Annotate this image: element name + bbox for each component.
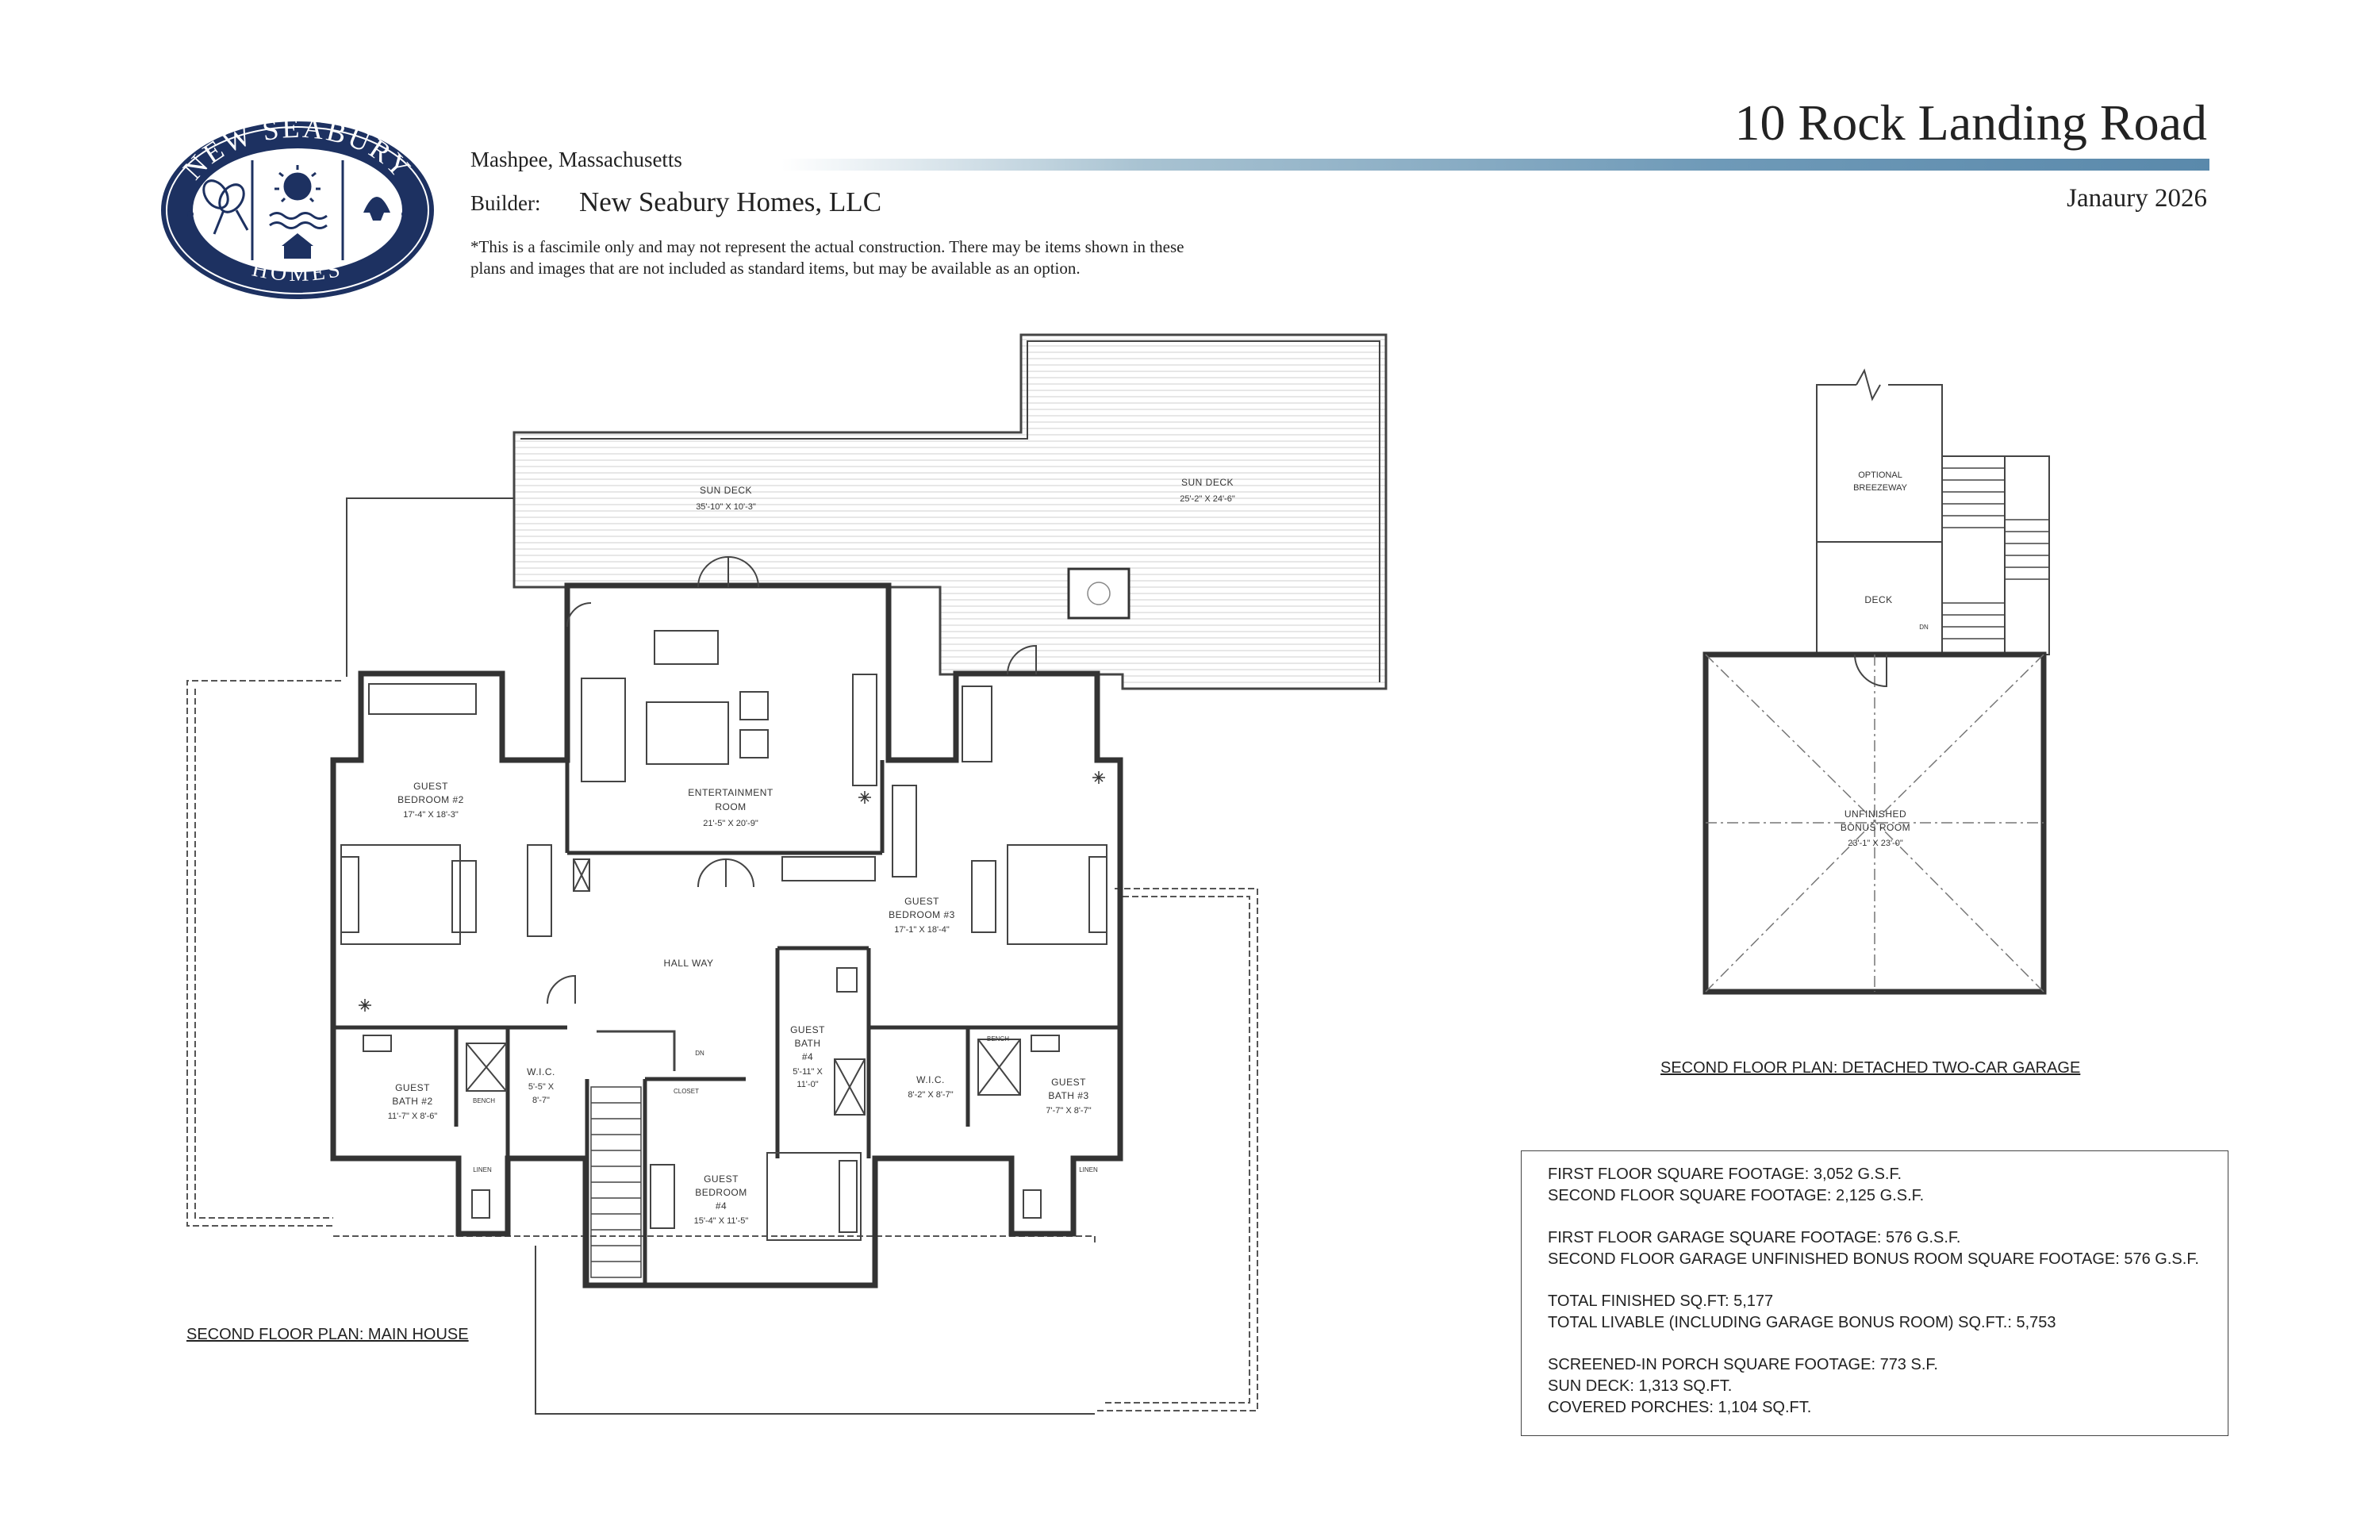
- plant-icon: [359, 771, 1105, 1012]
- sqft-line: COVERED PORCHES: 1,104 SQ.FT.: [1548, 1399, 1812, 1416]
- tennis-racket-icon: [202, 179, 249, 235]
- bedroom3-label-2: BEDROOM #3: [889, 909, 955, 920]
- bedroom2-dims: 17'-4" X 18'-3": [403, 810, 459, 820]
- bath2-label-1: GUEST: [395, 1082, 430, 1093]
- bench-right-label: BENCH: [987, 1035, 1009, 1043]
- garage-stair-dn-label: DN: [1919, 624, 1929, 631]
- plan-date: Janaury 2026: [2067, 184, 2207, 213]
- bath4-dims-2: 11'-0": [797, 1080, 818, 1089]
- linen-left-label: LINEN: [473, 1166, 492, 1173]
- sqft-line: SECOND FLOOR SQUARE FOOTAGE: 2,125 G.S.F…: [1548, 1187, 1925, 1204]
- sun-deck-left-label: SUN DECK: [700, 485, 752, 496]
- waves-icon: [269, 212, 328, 229]
- bath3-dims: 7'-7" X 8'-7": [1046, 1106, 1091, 1116]
- sqft-line: SCREENED-IN PORCH SQUARE FOOTAGE: 773 S.…: [1548, 1356, 1938, 1373]
- wic-right-label: W.I.C.: [916, 1074, 945, 1085]
- disclaimer-text: *This is a fascimile only and may not re…: [470, 237, 1184, 278]
- sun-deck: [512, 333, 1388, 690]
- location-text: Mashpee, Massachusetts: [470, 148, 682, 171]
- square-footage-table: FIRST FLOOR SQUARE FOOTAGE: 3,052 G.S.F.…: [1521, 1150, 2228, 1436]
- entertainment-room-dims: 21'-5" X 20'-9": [703, 819, 758, 828]
- main-house-caption: SECOND FLOOR PLAN: MAIN HOUSE: [186, 1326, 469, 1343]
- bedroom4-label-2: BEDROOM: [695, 1187, 747, 1198]
- sun-deck-right-label: SUN DECK: [1181, 477, 1234, 488]
- wic-left-dims-2: 8'-7": [532, 1096, 550, 1105]
- bath4-label-3: #4: [802, 1051, 813, 1062]
- main-house-plan: SUN DECK 35'-10" X 10'-3" SUN DECK 25'-2…: [186, 333, 1388, 1415]
- sqft-line: FIRST FLOOR GARAGE SQUARE FOOTAGE: 576 G…: [1548, 1229, 1961, 1246]
- breezeway-label-1: OPTIONAL: [1858, 470, 1902, 480]
- bonus-room-label-1: UNFINISHED: [1844, 808, 1906, 820]
- deck-planter: [1067, 567, 1130, 620]
- entertainment-room-label-1: ENTERTAINMENT: [688, 787, 774, 798]
- linen-right-label: LINEN: [1079, 1166, 1098, 1173]
- bench-left-label: BENCH: [473, 1097, 495, 1104]
- sqft-line: SECOND FLOOR GARAGE UNFINISHED BONUS ROO…: [1548, 1250, 2199, 1268]
- sun-deck-right-dims: 25'-2" X 24'-6": [1180, 494, 1235, 504]
- wic-left-label: W.I.C.: [527, 1066, 555, 1077]
- bedroom2-label-2: BEDROOM #2: [397, 794, 464, 805]
- closet-label: CLOSET: [674, 1088, 699, 1095]
- bath3-label-1: GUEST: [1051, 1077, 1086, 1088]
- garage-plan: OPTIONAL BREEZEWAY DECK UNFINISHED BONUS…: [1702, 368, 2050, 995]
- sqft-line: TOTAL FINISHED SQ.FT: 5,177: [1548, 1292, 1774, 1310]
- bedroom2-label-1: GUEST: [413, 781, 448, 792]
- bath4-label-2: BATH: [794, 1038, 820, 1049]
- breezeway-label-2: BREEZEWAY: [1853, 483, 1908, 493]
- builder-label: Builder:: [470, 191, 541, 215]
- hallway-label: HALL WAY: [664, 958, 714, 969]
- house-icon: [282, 233, 313, 259]
- deck-label: DECK: [1864, 594, 1892, 605]
- bedroom4-label-3: #4: [716, 1200, 727, 1212]
- bedroom4-dims: 15'-4" X 11'-5": [694, 1216, 749, 1226]
- wic-right-dims: 8'-2" X 8'-7": [908, 1090, 953, 1100]
- sqft-line: FIRST FLOOR SQUARE FOOTAGE: 3,052 G.S.F.: [1548, 1166, 1902, 1183]
- bonus-room-dims: 23'-1" X 23'-0": [1848, 839, 1903, 848]
- sun-deck-left-dims: 35'-10" X 10'-3": [696, 502, 756, 512]
- bonus-room-label-2: BONUS ROOM: [1841, 822, 1910, 833]
- stair-dn-label: DN: [695, 1050, 704, 1057]
- garage-caption: SECOND FLOOR PLAN: DETACHED TWO-CAR GARA…: [1660, 1059, 2081, 1077]
- bath2-dims: 11'-7" X 8'-6": [388, 1112, 438, 1121]
- bath3-label-2: BATH #3: [1048, 1090, 1088, 1101]
- sun-icon: [274, 165, 321, 203]
- builder-name: New Seabury Homes, LLC: [579, 186, 882, 217]
- bath4-label-1: GUEST: [790, 1024, 825, 1035]
- property-address: 10 Rock Landing Road: [1734, 94, 2207, 151]
- sqft-line: TOTAL LIVABLE (INCLUDING GARAGE BONUS RO…: [1548, 1314, 2056, 1331]
- accent-rule: [781, 159, 2209, 171]
- entertainment-room-label-2: ROOM: [715, 801, 746, 812]
- sqft-line: SUN DECK: 1,313 SQ.FT.: [1548, 1377, 1733, 1395]
- bath2-label-2: BATH #2: [392, 1096, 432, 1107]
- bedroom3-dims: 17'-1" X 18'-4": [894, 925, 950, 935]
- bath4-dims-1: 5'-11" X: [793, 1067, 823, 1077]
- bedroom4-label-1: GUEST: [704, 1173, 739, 1185]
- new-seabury-homes-logo: NEW SEABURY HOMES: [161, 119, 434, 299]
- scallop-shell-icon: [363, 197, 390, 221]
- bedroom3-label-1: GUEST: [904, 896, 939, 907]
- wic-left-dims-1: 5'-5" X: [528, 1082, 555, 1092]
